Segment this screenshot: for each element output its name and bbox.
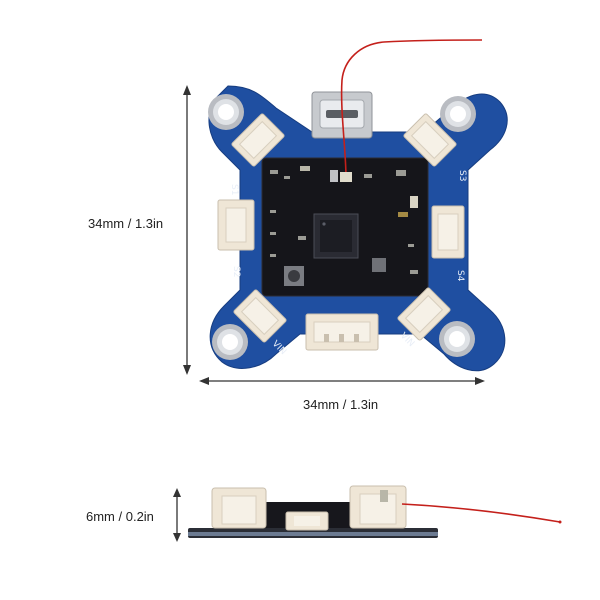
width-dimension-arrow bbox=[199, 377, 485, 385]
antenna-solder-pad bbox=[340, 172, 352, 182]
connector-s4 bbox=[397, 287, 451, 341]
connector-s3 bbox=[403, 113, 457, 167]
height-dimension-arrow bbox=[183, 85, 191, 375]
connector-s1 bbox=[231, 113, 285, 167]
side-connector-left bbox=[211, 487, 267, 529]
mounting-hole-bl bbox=[212, 324, 248, 360]
mounting-hole-tr bbox=[440, 96, 476, 132]
connector-s2 bbox=[233, 289, 287, 343]
height-dimension-label: 34mm / 1.3in bbox=[88, 216, 164, 231]
side-connector-middle bbox=[285, 511, 329, 531]
thickness-dimension-label: 6mm / 0.2in bbox=[86, 509, 154, 524]
side-connector-right bbox=[349, 485, 407, 529]
right-side-connector bbox=[431, 205, 465, 259]
flight-controller-top-view: S1 S3 S2 S4 VIN VIN bbox=[208, 39, 508, 372]
mounting-hole-br bbox=[439, 321, 475, 357]
flight-controller-side-view bbox=[188, 485, 562, 538]
width-dimension-label: 34mm / 1.3in bbox=[303, 397, 379, 412]
label-s4: S4 bbox=[455, 270, 465, 282]
microcontroller-chip bbox=[313, 213, 359, 259]
antenna-wire bbox=[340, 39, 483, 179]
side-antenna-wire bbox=[401, 503, 561, 523]
label-s3: S3 bbox=[457, 170, 467, 181]
label-s1: S1 bbox=[229, 184, 239, 195]
mounting-hole-tl bbox=[208, 94, 244, 130]
bottom-connector bbox=[305, 313, 379, 351]
thickness-dimension-arrow bbox=[173, 488, 181, 542]
smd-components bbox=[270, 166, 418, 286]
left-side-connector bbox=[217, 199, 255, 251]
label-s2: S2 bbox=[231, 266, 241, 277]
